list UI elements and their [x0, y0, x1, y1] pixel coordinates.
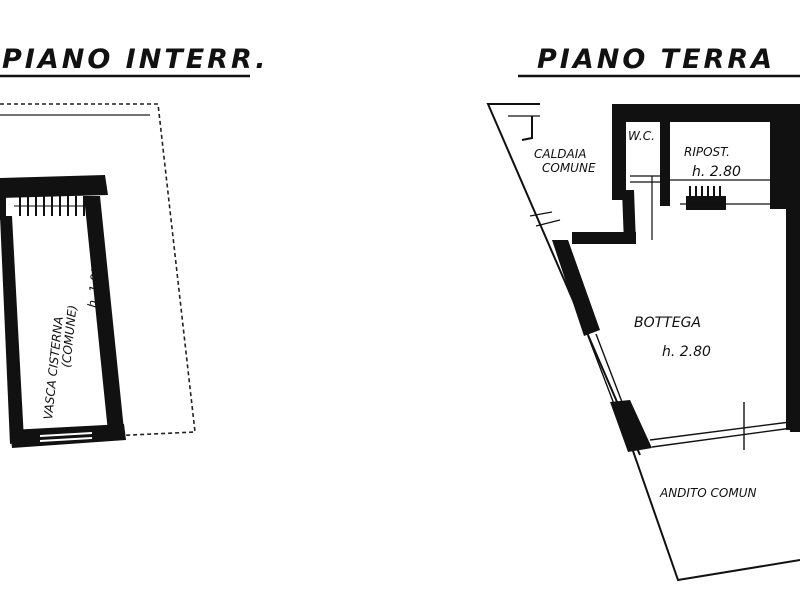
- bottega-height: h. 2.80: [662, 344, 711, 360]
- caldaia-door-mark: [529, 211, 553, 217]
- right-exterior-wall-upper: [770, 104, 800, 209]
- cistern-height: h. 1.95: [85, 265, 103, 308]
- cistern-left-wall: [0, 216, 24, 444]
- front-right-pier: [790, 412, 800, 432]
- ripost-label: RIPOST.: [684, 145, 730, 159]
- bottega-front-pier: [610, 400, 652, 452]
- cistern-note: (COMUNE): [59, 304, 79, 368]
- caldaia-label: CALDAIA: [534, 147, 586, 161]
- wc-left-wall: [612, 104, 626, 200]
- caldaia-room-edge: [521, 116, 533, 141]
- bottega-left-wall: [552, 240, 600, 336]
- ripost-stair: [689, 186, 721, 200]
- ripost-height: h. 2.80: [692, 164, 741, 180]
- top-exterior-wall: [612, 104, 800, 122]
- cistern-corner: [0, 196, 6, 220]
- wc-right-wall: [660, 120, 670, 206]
- right-corridor-boundary: [631, 447, 800, 582]
- cistern-top-wall: [0, 175, 108, 198]
- cistern-bottom-wall: [10, 424, 126, 448]
- right-exterior-wall: [786, 200, 800, 430]
- andito-label: ANDITO COMUN: [659, 486, 757, 500]
- cistern-stair: [14, 196, 90, 216]
- bottega-top-wall: [572, 232, 636, 244]
- cistern-right-wall: [84, 196, 124, 432]
- window-lines: [587, 175, 793, 450]
- left-boundary-line: [0, 103, 196, 437]
- left-plan-title: PIANO INTERR.: [2, 44, 269, 75]
- caldaia-label-2: COMUNE: [542, 161, 596, 175]
- right-floor-plan: PIANO TERRA: [486, 44, 800, 582]
- bottega-inner-wall: [622, 190, 636, 244]
- left-floor-plan: PIANO INTERR. VASCA CI: [0, 44, 269, 448]
- right-plan-title: PIANO TERRA: [537, 44, 775, 75]
- caldaia-door-mark-2: [535, 219, 561, 227]
- cistern-bottom-grate: [39, 432, 93, 442]
- bottega-label: BOTTEGA: [634, 315, 701, 331]
- wc-label: W.C.: [628, 129, 655, 143]
